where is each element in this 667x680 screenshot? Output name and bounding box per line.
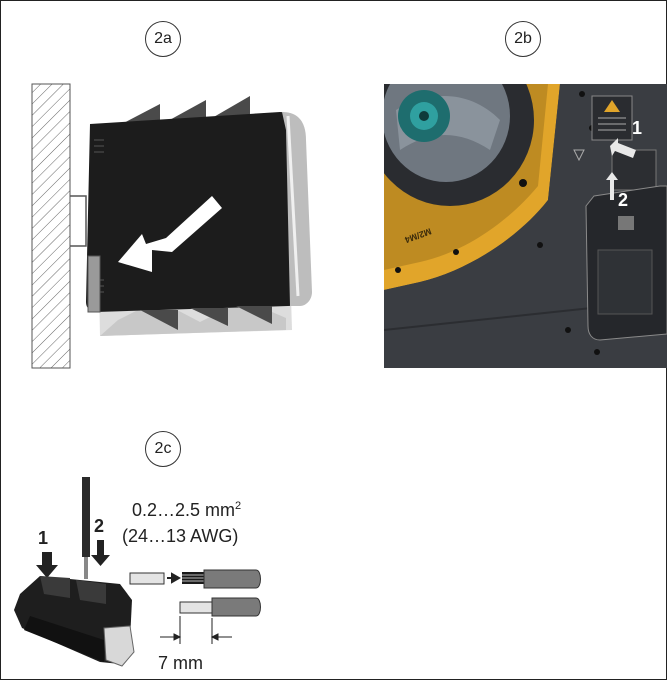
step2-arrow-c xyxy=(91,540,110,566)
step1-label-b: 1 xyxy=(632,118,643,138)
wire-range-superscript: 2 xyxy=(235,500,242,512)
din-rail xyxy=(70,195,87,247)
panel-label-2a: 2a xyxy=(145,21,181,57)
panel-label-2b: 2b xyxy=(505,21,541,57)
step1-arrow-c xyxy=(36,552,58,578)
awg-range: (24…13 AWG) xyxy=(122,526,239,546)
step1-arrow xyxy=(610,138,636,158)
strip-length-dimension xyxy=(160,616,232,644)
wire-cross-section-range: 0.2…2.5 mm2 xyxy=(132,500,241,521)
strip-length-label: 7 mm xyxy=(158,653,203,673)
wire-range-text: 0.2…2.5 mm xyxy=(132,500,236,520)
screwdriver xyxy=(82,477,90,557)
step2-label-b: 2 xyxy=(618,190,629,210)
step2-label-c: 2 xyxy=(94,516,105,536)
step1-label-c: 1 xyxy=(38,528,49,548)
step2-arrow xyxy=(606,172,618,200)
mounting-arrow xyxy=(118,196,222,272)
mounting-wall xyxy=(31,83,71,369)
panel-label-2c: 2c xyxy=(145,431,181,467)
